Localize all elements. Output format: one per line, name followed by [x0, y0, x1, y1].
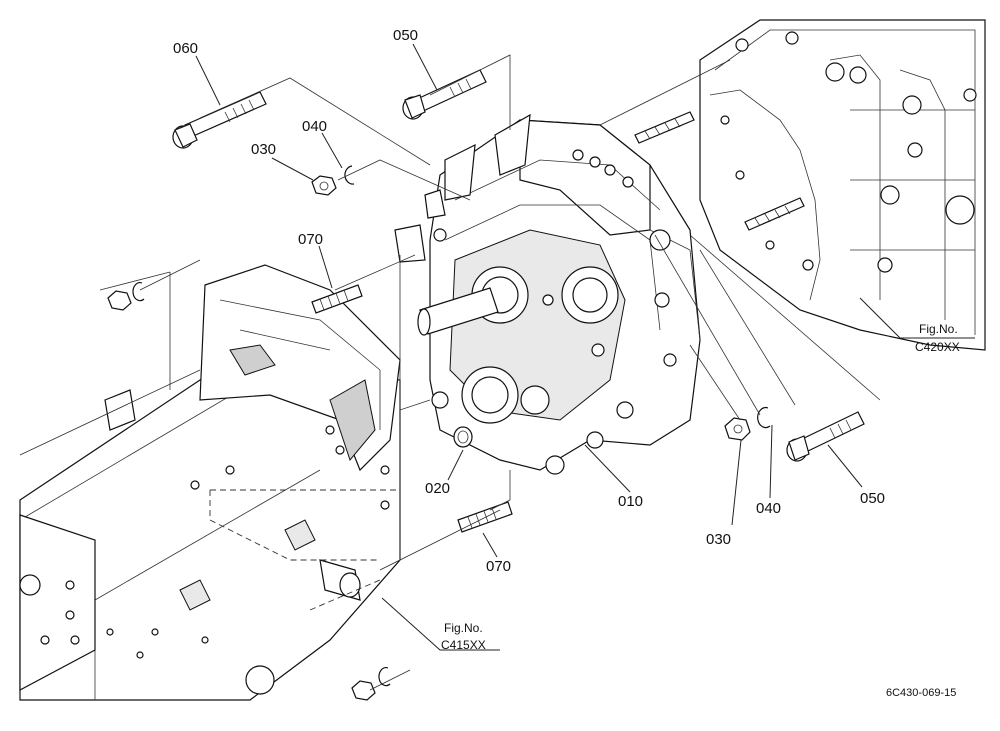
bolt-050-top — [402, 69, 487, 120]
label-010: 010 — [618, 493, 643, 510]
part-number-labels: 060 050 040 030 070 020 010 070 030 040 … — [173, 27, 885, 575]
label-040-right: 040 — [756, 500, 781, 517]
frame-nuts-left — [107, 282, 391, 701]
figure-reference-bottom: Fig.No. C415XX — [441, 621, 486, 652]
label-020: 020 — [425, 480, 450, 497]
frame-hidden-lines — [19, 271, 400, 611]
seal-020 — [453, 426, 473, 448]
fig-ref-right-line2: C420XX — [915, 340, 960, 354]
gear-case-010 — [394, 113, 701, 475]
housing-studs — [634, 111, 805, 231]
washer-040-top — [344, 165, 355, 185]
label-030-right: 030 — [706, 531, 731, 548]
nut-030-top — [311, 175, 337, 196]
label-070-top: 070 — [298, 231, 323, 248]
washer-040-right — [757, 406, 771, 429]
label-050-right: 050 — [860, 490, 885, 507]
label-030-top: 030 — [251, 141, 276, 158]
assembly-lines — [139, 54, 881, 691]
label-040-top: 040 — [302, 118, 327, 135]
label-060: 060 — [173, 40, 198, 57]
bolt-060 — [172, 91, 267, 149]
label-050-top: 050 — [393, 27, 418, 44]
label-leaders — [195, 43, 975, 651]
stud-070-top — [311, 284, 363, 314]
figure-reference-right: Fig.No. C420XX — [915, 322, 960, 354]
stud-070-bottom — [457, 501, 513, 533]
bolt-050-right — [786, 411, 865, 462]
drawing-code: 6C430-069-15 — [886, 687, 956, 699]
front-frame-c415xx — [19, 264, 401, 701]
transmission-housing-c420xx — [699, 19, 986, 351]
fig-ref-bottom-line2: C415XX — [441, 638, 486, 652]
fig-ref-bottom-line1: Fig.No. — [444, 621, 483, 635]
label-070-bottom: 070 — [486, 558, 511, 575]
nut-030-right — [724, 417, 751, 441]
fig-ref-right-line1: Fig.No. — [919, 322, 958, 336]
